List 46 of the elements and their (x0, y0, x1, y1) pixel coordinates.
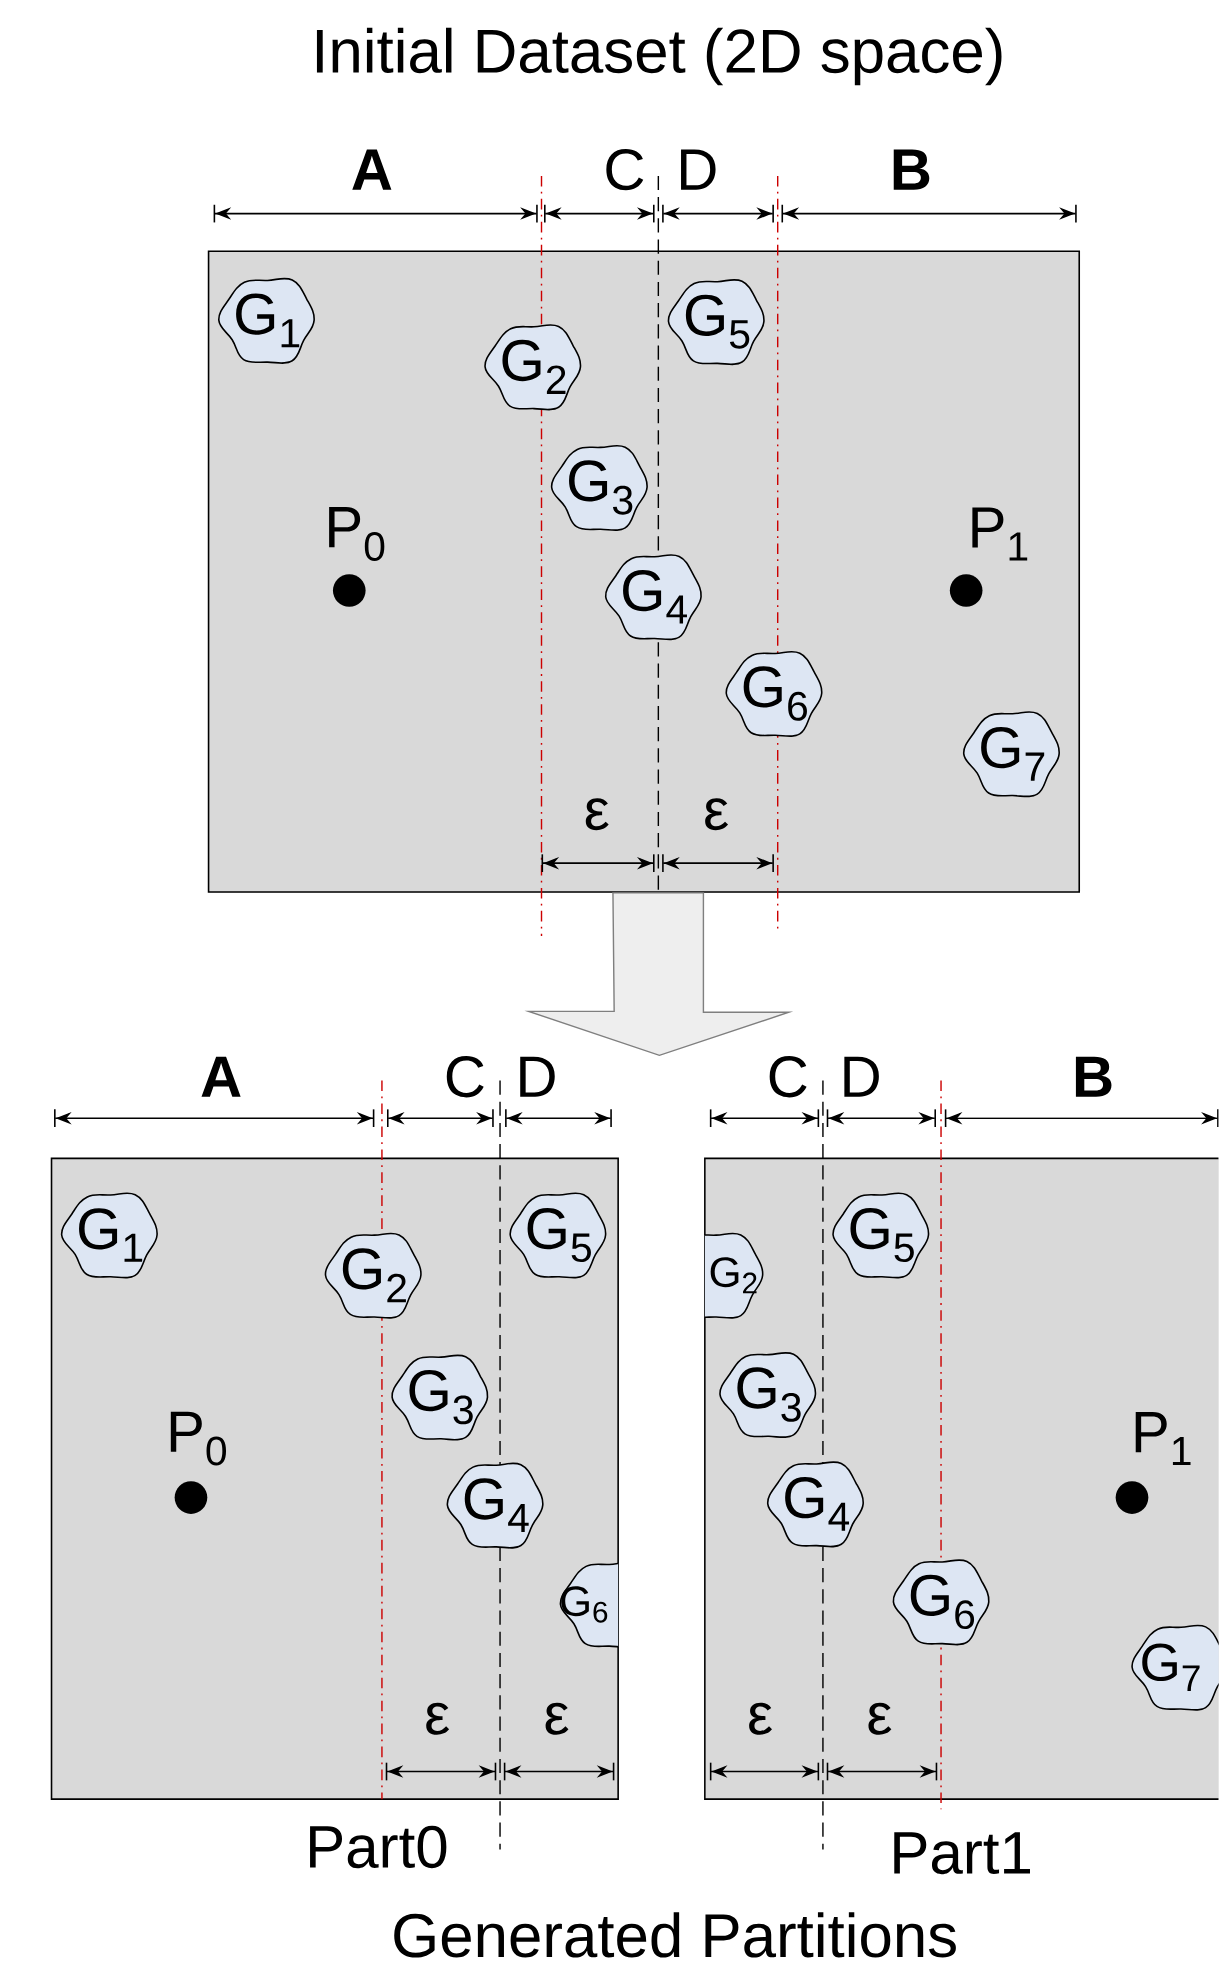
cluster-blob: G$_{5}$ (832, 1192, 930, 1279)
dimension-label: A (352, 149, 392, 190)
cluster-blob: G$_{1}$ (218, 277, 316, 364)
cluster-blob: G$_{5}$ (509, 1192, 607, 1279)
dimension-label: B (1076, 1056, 1112, 1097)
dimension-label: D (681, 149, 716, 190)
panel (207, 250, 1081, 893)
cluster-blob: G$_{1}$ (61, 1192, 159, 1279)
cluster-blob: G$_{6}$ (559, 1561, 619, 1648)
dimension-label: B (893, 149, 930, 190)
panel-caption: Part1 (894, 1832, 1031, 1875)
cluster-blob: G$_{3}$ (719, 1351, 817, 1439)
cluster-blob: G$_{4}$ (767, 1461, 865, 1548)
cluster-blob: G$_{2}$ (484, 324, 582, 411)
panel (50, 1157, 620, 1800)
cluster-blob: G$_{2}$ (705, 1232, 764, 1319)
dimension-label: D (520, 1056, 555, 1097)
point-label: P$_{0}$ (170, 1411, 227, 1466)
cluster-blob: G$_{2}$ (324, 1232, 422, 1319)
panel (704, 1157, 1219, 1800)
cluster-blob: G$_{6}$ (892, 1559, 990, 1646)
cluster-blob: G$_{3}$ (551, 444, 649, 531)
caption: Generated Partitions (394, 1912, 957, 1958)
cluster-blob: G$_{6}$ (725, 650, 823, 738)
epsilon-label: ε (868, 1702, 892, 1735)
epsilon-label: ε (749, 1702, 773, 1735)
epsilon-label: ε (426, 1702, 450, 1735)
epsilon-label: ε (705, 798, 729, 831)
point-label: P$_{1}$ (972, 507, 1028, 561)
dimension-label: A (201, 1056, 241, 1097)
epsilon-label: ε (585, 798, 609, 831)
panel-caption: Part0 (310, 1825, 447, 1869)
cluster-blob: G$_{7}$ (1131, 1624, 1219, 1711)
cluster-blob: G$_{3}$ (391, 1354, 489, 1441)
epsilon-label: ε (545, 1702, 569, 1735)
cluster-blob: G$_{4}$ (446, 1462, 544, 1549)
dimension-label: C (769, 1056, 807, 1098)
cluster-blob: G$_{7}$ (963, 711, 1061, 798)
dimension-label: C (446, 1056, 484, 1098)
cluster-blob: G$_{4}$ (605, 554, 703, 641)
point-label: P$_{1}$ (1135, 1412, 1191, 1466)
dimension-label: C (606, 149, 644, 191)
dimension-label: D (844, 1056, 880, 1097)
cluster-blob: G$_{5}$ (667, 278, 765, 366)
title: Initial Dataset (2D space) (317, 27, 1002, 86)
point-label: P$_{0}$ (329, 507, 385, 561)
